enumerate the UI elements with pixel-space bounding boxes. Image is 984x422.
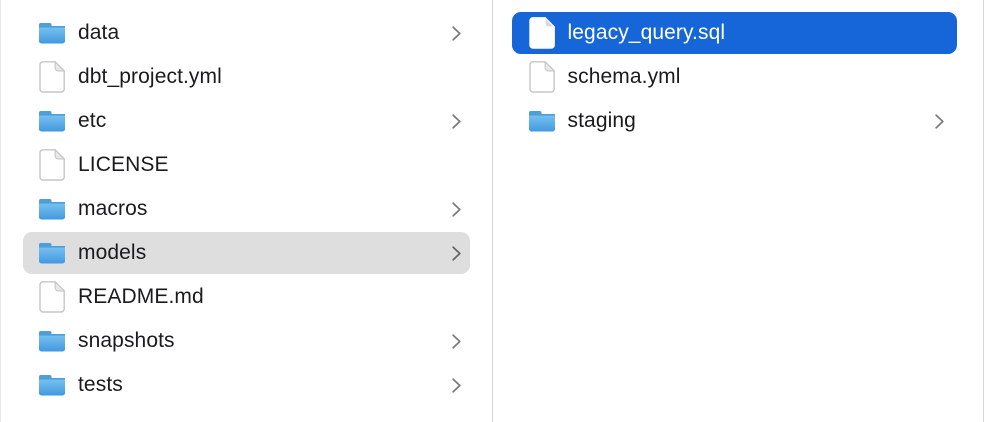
chevron-right-icon [451, 201, 462, 218]
file-name-label: data [78, 21, 120, 44]
list-item-readme-md[interactable]: README.md [1, 275, 492, 319]
folder-icon [528, 111, 555, 132]
list-item-etc[interactable]: etc [1, 99, 492, 143]
document-icon [39, 281, 65, 313]
file-name-label: snapshots [78, 329, 175, 352]
chevron-right-icon [451, 25, 462, 42]
chevron-right-icon [934, 113, 945, 130]
chevron-right-icon [451, 113, 462, 130]
chevron-right-icon [451, 333, 462, 350]
document-icon [528, 17, 555, 49]
chevron-right-icon [451, 377, 462, 394]
file-name-label: staging [567, 109, 636, 132]
folder-icon [39, 23, 65, 44]
list-item-models[interactable]: models [1, 231, 492, 275]
file-name-label: etc [78, 109, 107, 132]
file-name-label: dbt_project.yml [78, 65, 222, 88]
list-item-schema-yml[interactable]: schema.yml [493, 55, 984, 99]
file-name-label: models [78, 241, 147, 264]
folder-icon [39, 199, 65, 220]
folder-icon [39, 375, 65, 396]
list-item-dbt-project-yml[interactable]: dbt_project.yml [1, 55, 492, 99]
folder-icon [39, 243, 65, 264]
list-item-data[interactable]: data [1, 11, 492, 55]
list-item-legacy-query-sql[interactable]: legacy_query.sql [493, 11, 984, 55]
file-name-label: tests [78, 373, 123, 396]
document-icon [39, 61, 65, 93]
list-item-macros[interactable]: macros [1, 187, 492, 231]
list-item-tests[interactable]: tests [1, 363, 492, 407]
chevron-right-icon [451, 245, 462, 262]
column-models-contents: legacy_query.sql schema.yml staging [493, 0, 984, 422]
folder-icon [39, 331, 65, 352]
file-name-label: LICENSE [78, 153, 169, 176]
file-name-label: legacy_query.sql [567, 21, 726, 44]
document-icon [39, 149, 65, 181]
column-models-parent: data dbt_project.yml etc [1, 0, 493, 422]
folder-icon [39, 111, 65, 132]
list-item-license[interactable]: LICENSE [1, 143, 492, 187]
file-name-label: macros [78, 197, 148, 220]
document-icon [528, 61, 555, 93]
list-item-staging[interactable]: staging [493, 99, 984, 143]
file-name-label: README.md [78, 285, 204, 308]
list-item-snapshots[interactable]: snapshots [1, 319, 492, 363]
file-name-label: schema.yml [567, 65, 681, 88]
